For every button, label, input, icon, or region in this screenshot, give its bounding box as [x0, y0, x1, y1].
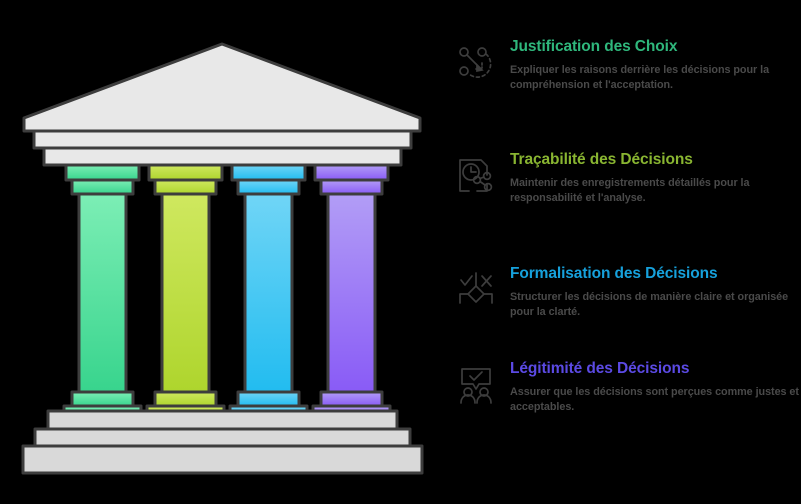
speech-bubble-check-people-icon: [450, 360, 502, 412]
feature-item-tracabilite[interactable]: Traçabilité des Décisions Maintenir des …: [450, 151, 801, 206]
document-clock-share-icon: [450, 151, 502, 203]
temple-step-bottom: [21, 444, 424, 475]
feature-description: Structurer les décisions de manière clai…: [510, 291, 789, 319]
feature-item-legitimite[interactable]: Légitimité des Décisions Assurer que les…: [450, 360, 801, 415]
temple-pediment: [22, 42, 422, 133]
temple-step-middle: [33, 427, 412, 448]
temple-illustration: [21, 42, 424, 475]
feature-list: Justification des Choix Expliquer les ra…: [450, 38, 801, 488]
feature-text-block: Formalisation des Décisions Structurer l…: [502, 265, 801, 320]
pillar-tracabilite: [145, 163, 226, 424]
feature-item-justification[interactable]: Justification des Choix Expliquer les ra…: [450, 38, 801, 93]
feature-text-block: Traçabilité des Décisions Maintenir des …: [502, 151, 801, 206]
pillar-legitimite: [311, 163, 392, 424]
temple-entablature-upper: [32, 129, 413, 150]
temple-architrave: [42, 146, 403, 167]
pillar-justification: [62, 163, 143, 424]
feature-item-formalisation[interactable]: Formalisation des Décisions Structurer l…: [450, 265, 801, 320]
decision-diamond-check-cross-icon: [450, 265, 502, 317]
feature-title: Formalisation des Décisions: [510, 265, 718, 282]
pillar-formalisation: [228, 163, 309, 424]
temple-step-top: [46, 409, 399, 431]
feature-description: Maintenir des enregistrements détaillés …: [510, 177, 750, 205]
feature-title: Traçabilité des Décisions: [510, 151, 693, 168]
feature-description: Assurer que les décisions sont perçues c…: [510, 386, 799, 414]
feature-text-block: Légitimité des Décisions Assurer que les…: [502, 360, 801, 415]
feature-title: Légitimité des Décisions: [510, 360, 690, 377]
temple-svg: [21, 42, 424, 475]
feature-description: Expliquer les raisons derrière les décis…: [510, 64, 770, 92]
decision-arrow-nodes-icon: [450, 38, 502, 90]
feature-title: Justification des Choix: [510, 38, 678, 55]
feature-text-block: Justification des Choix Expliquer les ra…: [502, 38, 801, 93]
